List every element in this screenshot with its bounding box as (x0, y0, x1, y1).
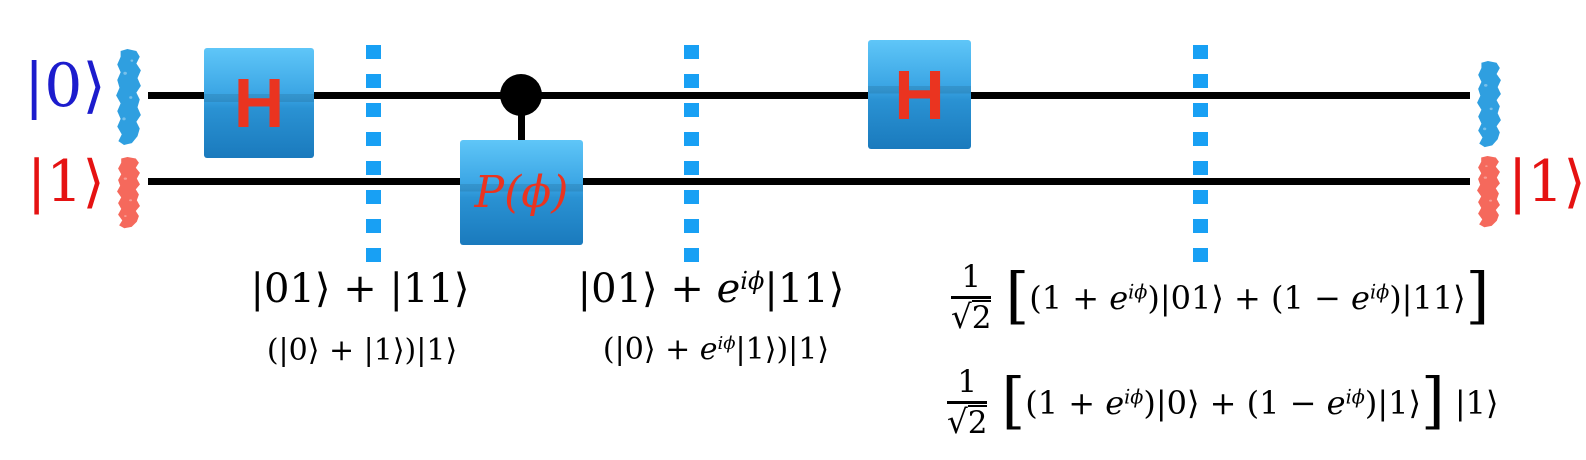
annotation-1-line-1: |01⟩ + |11⟩ (250, 266, 470, 312)
fraction: 1 √ 2 (947, 363, 988, 442)
fraction: 1 √ 2 (951, 258, 992, 337)
annotation-2-line-1: |01⟩ + eiϕ|11⟩ (577, 266, 845, 312)
hadamard-gate-1-label: H (233, 64, 285, 142)
annotation-2-line-2: (|0⟩ + eiϕ|1⟩)|1⟩ (602, 332, 830, 367)
qubit0-start-scribble (116, 49, 141, 146)
fraction-denominator: √ 2 (947, 401, 988, 442)
fraction-denominator: √ 2 (951, 296, 992, 337)
control-line (518, 100, 525, 145)
qubit1-wire (148, 178, 1470, 185)
qubit1-end-scribble (1477, 156, 1500, 228)
radical-sign: √ (947, 403, 968, 442)
hadamard-gate-2-label: H (894, 55, 945, 134)
qubit1-start-scribble (117, 157, 140, 229)
hadamard-gate-1: H (204, 48, 314, 158)
hadamard-gate-2: H (868, 40, 971, 149)
barrier-3 (1193, 45, 1208, 264)
annotation-3-line-1: 1 √ 2 [(1 + eiϕ)|01⟩ + (1 − eiϕ)|11⟩] (951, 256, 1489, 340)
fraction-radicand: 2 (967, 405, 988, 442)
barrier-1 (366, 45, 381, 264)
control-dot (500, 74, 542, 116)
radical-sign: √ (951, 298, 972, 337)
phase-gate: P(ϕ) (460, 140, 583, 245)
qubit0-wire (148, 92, 1470, 99)
qubit0-end-scribble (1477, 61, 1501, 148)
fraction-numerator: 1 (957, 363, 978, 400)
fraction-numerator: 1 (961, 258, 982, 295)
qubit0-input-label: |0⟩ (24, 51, 106, 121)
annotation-3-line-2-expression: [(1 + eiϕ)|0⟩ + (1 − eiϕ)|1⟩] |1⟩ (1001, 366, 1499, 437)
fraction-radicand: 2 (971, 300, 992, 337)
annotation-3-line-1-expression: [(1 + eiϕ)|01⟩ + (1 − eiϕ)|11⟩] (1005, 261, 1490, 332)
barrier-2 (684, 45, 699, 264)
qubit1-output-label: |1⟩ (1508, 149, 1586, 215)
annotation-1-line-2: (|0⟩ + |1⟩)|1⟩ (266, 333, 458, 368)
annotation-3-line-2: 1 √ 2 [(1 + eiϕ)|0⟩ + (1 − eiϕ)|1⟩] |1⟩ (947, 358, 1498, 448)
qubit1-input-label: |1⟩ (27, 149, 105, 215)
phase-gate-label: P(ϕ) (474, 166, 569, 218)
